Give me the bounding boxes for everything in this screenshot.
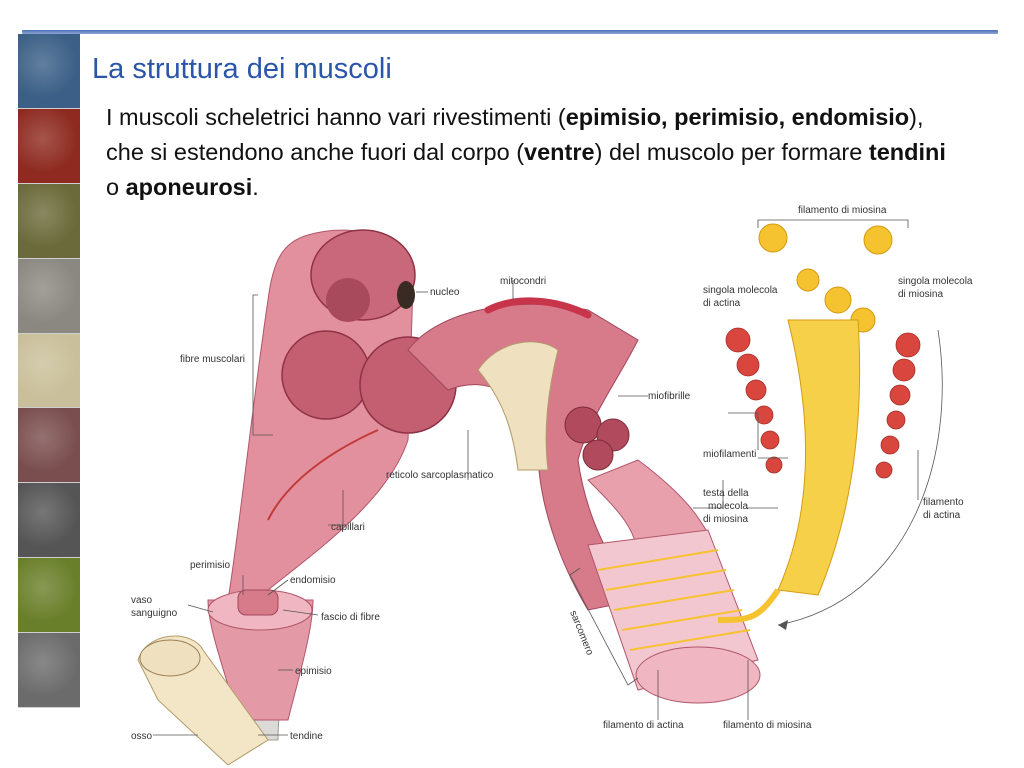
mitochondria bbox=[484, 297, 592, 319]
fascicle-section-3 bbox=[326, 278, 370, 322]
earth-photo bbox=[18, 34, 80, 109]
body-bold-aponeurosi: aponeurosi bbox=[125, 174, 253, 200]
label-perimisio: perimisio bbox=[190, 560, 230, 571]
blood-cells-photo bbox=[18, 108, 80, 184]
label-singola-miosina-1: singola molecola bbox=[898, 276, 973, 287]
sarcomere-end-section bbox=[635, 646, 761, 704]
sarcomere-bracket bbox=[569, 567, 639, 686]
myosin-top-bracket bbox=[757, 219, 909, 228]
scale-arrow bbox=[777, 329, 943, 626]
label-filamento-actina-r2: di actina bbox=[923, 510, 961, 521]
body-bold-coverings: epimisio, perimisio, endomisio bbox=[565, 104, 910, 130]
scale-arrowhead bbox=[778, 620, 788, 630]
actin-beads-right bbox=[875, 332, 921, 479]
sarcomere-filaments bbox=[597, 549, 751, 651]
fascicle-section-1 bbox=[281, 330, 371, 420]
body-text-1: I muscoli scheletrici hanno vari rivesti… bbox=[106, 104, 566, 130]
sketches-photo bbox=[18, 333, 80, 409]
label-filamento-miosina-bottom: filamento di miosina bbox=[723, 720, 812, 731]
nucleus bbox=[397, 281, 415, 309]
sarcoplasmic-reticulum bbox=[477, 341, 559, 471]
slide-title: La struttura dei muscoli bbox=[92, 53, 392, 85]
epimysium-layer bbox=[207, 599, 314, 721]
myosin-filament-bundle bbox=[777, 319, 861, 596]
label-vaso-2: sanguigno bbox=[131, 608, 178, 619]
body-bold-ventre: ventre bbox=[524, 139, 595, 165]
label-fibre-muscolari: fibre muscolari bbox=[180, 354, 245, 365]
label-testa-1: testa della bbox=[703, 488, 749, 499]
label-osso: osso bbox=[131, 731, 153, 742]
myofibril-end-3 bbox=[582, 439, 614, 471]
label-reticolo: reticolo sarcoplasmatico bbox=[386, 470, 494, 481]
label-fascio: fascio di fibre bbox=[321, 612, 380, 623]
label-mitocondri: mitocondri bbox=[500, 276, 546, 287]
myosin-to-sarcomere bbox=[717, 588, 781, 623]
actin-beads-left bbox=[725, 327, 783, 474]
label-singola-actina-1: singola molecola bbox=[703, 285, 778, 296]
muscle-structure-diagram: nucleo mitocondri filamento di miosina s… bbox=[118, 200, 978, 765]
myofibril-end-1 bbox=[564, 406, 602, 444]
group-photo bbox=[18, 633, 80, 709]
label-epimisio: epimisio bbox=[295, 666, 332, 677]
top-rule bbox=[22, 30, 998, 34]
experiment-photo bbox=[18, 483, 80, 559]
label-filamento-miosina-top: filamento di miosina bbox=[798, 205, 887, 216]
body-paragraph: I muscoli scheletrici hanno vari rivesti… bbox=[106, 100, 946, 205]
label-testa-3: di miosina bbox=[703, 514, 748, 525]
body-text-4: o bbox=[106, 174, 126, 200]
butterfly-photo bbox=[18, 183, 80, 259]
label-capillari: capillari bbox=[331, 522, 365, 533]
body-text-2: ), che si estendono anche fuori dal corp… bbox=[106, 104, 924, 165]
label-miofibrille: miofibrille bbox=[648, 391, 691, 402]
flower-photo bbox=[18, 558, 80, 634]
body-text-5: . bbox=[252, 174, 259, 200]
label-vaso-1: vaso bbox=[131, 595, 153, 606]
photo-strip bbox=[18, 34, 80, 709]
label-nucleo: nucleo bbox=[430, 287, 460, 298]
body-text-3: ) del muscolo per formare bbox=[594, 139, 869, 165]
label-endomisio: endomisio bbox=[290, 575, 336, 586]
label-miofilamenti: miofilamenti bbox=[703, 449, 756, 460]
label-testa-2: molecola bbox=[708, 501, 748, 512]
bone-section bbox=[139, 639, 201, 677]
label-filamento-actina-r1: filamento bbox=[923, 497, 964, 508]
label-filamento-actina-bottom: filamento di actina bbox=[603, 720, 684, 731]
molecules-photo bbox=[18, 408, 80, 484]
portrait-photo bbox=[18, 258, 80, 334]
endomysium-core bbox=[237, 589, 279, 616]
leader-lines bbox=[153, 280, 919, 736]
label-singola-miosina-2: di miosina bbox=[898, 289, 943, 300]
label-tendine: tendine bbox=[290, 731, 323, 742]
label-singola-actina-2: di actina bbox=[703, 298, 741, 309]
label-sarcomero: sarcomero bbox=[567, 609, 595, 657]
capillary-vessel bbox=[267, 429, 379, 521]
body-bold-tendini: tendini bbox=[868, 139, 946, 165]
